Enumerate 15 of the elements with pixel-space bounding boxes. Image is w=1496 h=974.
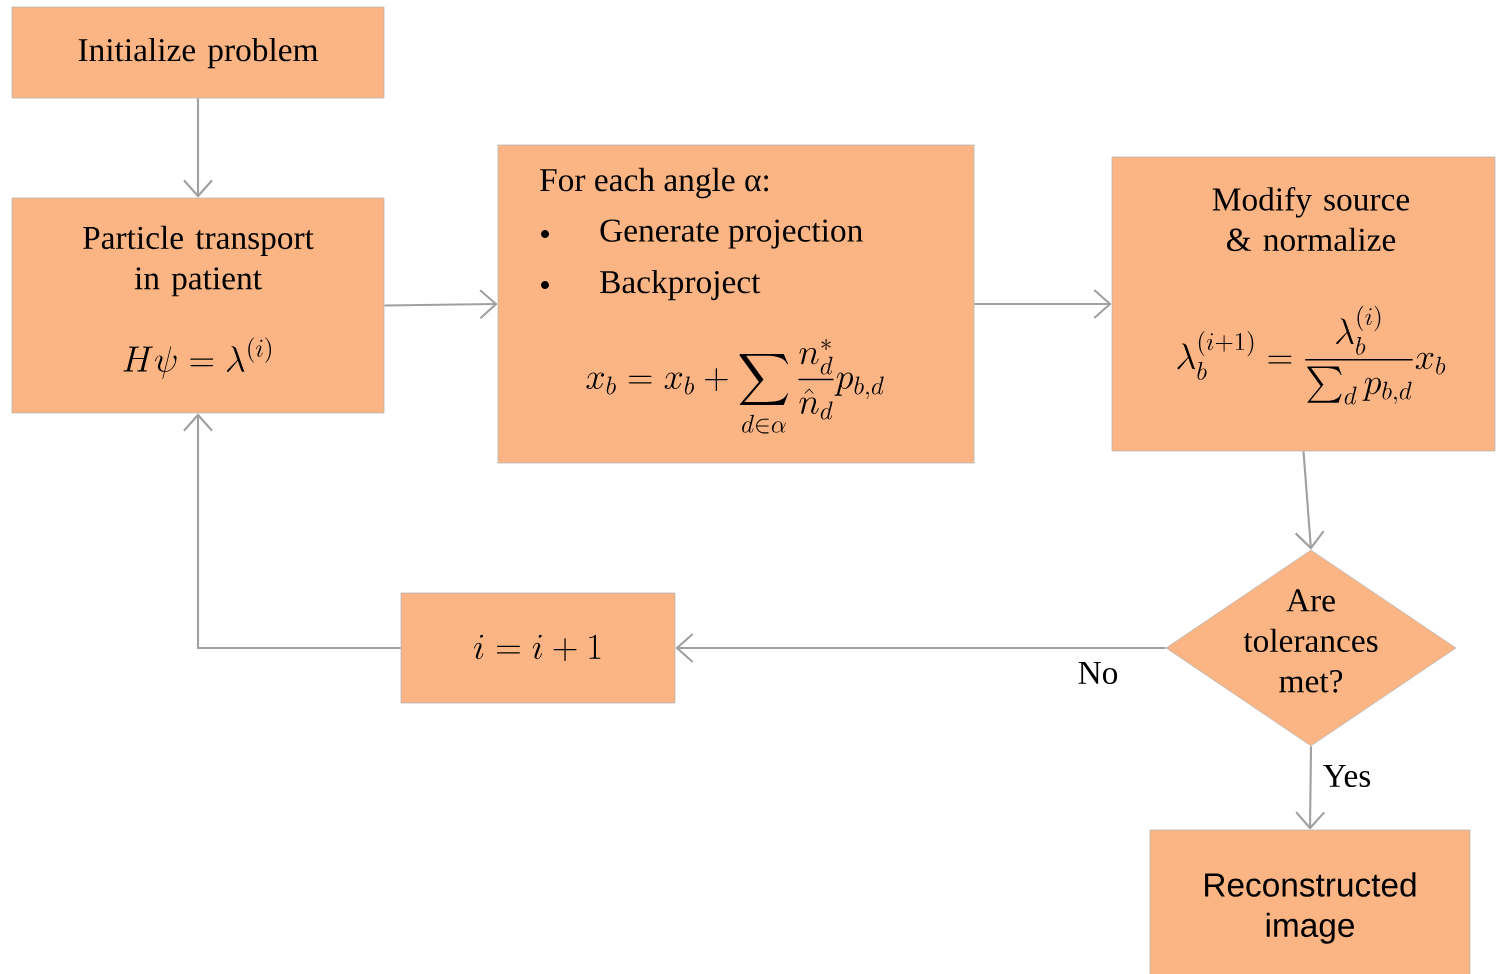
process-box: Modify source & normalize $\lambda_b^{(i+1)} = \frac{\lambda_b^{(i)}}{\sum_d p_{b,d}} x_b$	[1111, 156, 1496, 452]
edge-label: Yes	[1323, 764, 1371, 788]
arrow	[675, 633, 1166, 663]
arrow	[1294, 451, 1325, 550]
process-box: For each angle α: Generate projection Backproject $x_b = x_b + \sum_{d \in \alpha} \frac{n_d^{*}}{\hat{n}_d} p_{b,d}$	[497, 144, 975, 464]
arrow	[183, 98, 213, 198]
arrow	[384, 289, 498, 320]
edge-label: No	[1078, 661, 1118, 685]
process-box: Initialize problem	[11, 6, 385, 99]
arrow	[1295, 746, 1326, 830]
arrow	[974, 289, 1112, 319]
process-box: Particle transport in patient $H\psi = \lambda^{(i)}$	[11, 197, 385, 414]
process-box: Reconstructed image	[1149, 829, 1471, 974]
arrow	[183, 413, 401, 650]
process-box: $i = i + 1$	[400, 592, 676, 704]
